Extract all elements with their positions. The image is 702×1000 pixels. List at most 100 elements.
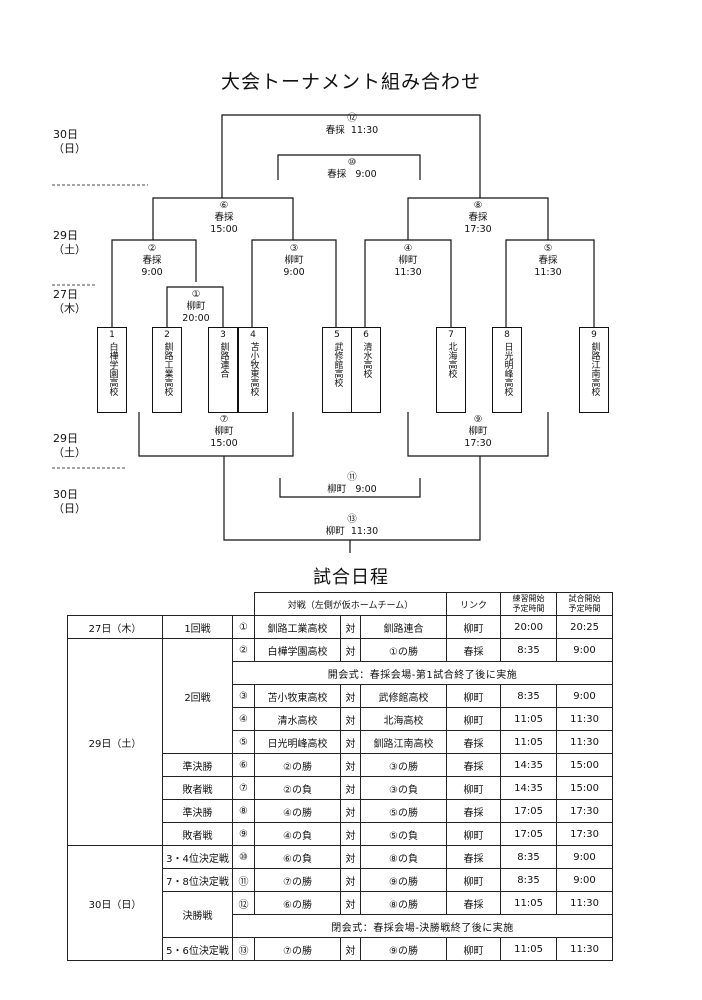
home-team: 白樺学園高校 xyxy=(254,638,342,662)
header-start: 試合開始予定時間 xyxy=(556,592,614,616)
away-team: ⑨の勝 xyxy=(360,868,448,892)
day-label-27: 27日（木） xyxy=(53,288,86,315)
away-team: 北海高校 xyxy=(360,707,448,731)
day-label-30-bottom: 30日（日） xyxy=(53,488,86,515)
header-match: 対戦（左側が仮ホームチーム） xyxy=(254,592,448,616)
table-header-row: 対戦（左側が仮ホームチーム） リンク 練習開始予定時間 試合開始予定時間 xyxy=(67,592,614,616)
game-number: ② xyxy=(231,638,256,662)
table-row: 準決勝 ⑥ ②の勝 対 ③の勝 春採 14:35 15:00 xyxy=(68,753,614,777)
bracket-line-g4 xyxy=(364,239,452,330)
bracket-line-g12 xyxy=(221,114,481,180)
day-cell: 29日（土） xyxy=(67,638,163,846)
game-number: ⑨ xyxy=(231,822,256,846)
practice-time: 11:05 xyxy=(500,891,558,915)
game-number: ⑩ xyxy=(231,845,256,869)
home-team: ⑥の負 xyxy=(254,845,342,869)
day-cell: 27日（木） xyxy=(67,615,163,639)
practice-time: 17:05 xyxy=(500,799,558,823)
start-time: 17:30 xyxy=(556,822,614,846)
practice-time: 14:35 xyxy=(500,776,558,800)
home-team: ⑦の勝 xyxy=(254,937,342,961)
day-label-29-bottom: 29日（土） xyxy=(53,432,86,459)
closing-ceremony-note: 閉会式：春採会場-決勝戦終了後に実施 xyxy=(231,914,614,938)
home-team: 清水高校 xyxy=(254,707,342,731)
game-number: ⑬ xyxy=(231,937,256,961)
rink: 柳町 xyxy=(446,707,502,731)
tournament-bracket xyxy=(52,114,595,553)
practice-time: 8:35 xyxy=(500,845,558,869)
home-team: ②の勝 xyxy=(254,753,342,777)
round-cell: 2回戦 xyxy=(162,638,233,754)
game-number: ⑥ xyxy=(231,753,256,777)
round-cell: 3・4位決定戦 xyxy=(162,845,233,869)
home-team: 日光明峰高校 xyxy=(254,730,342,754)
start-time: 17:30 xyxy=(556,799,614,823)
game-number: ⑧ xyxy=(231,799,256,823)
away-team: ③の勝 xyxy=(360,753,448,777)
start-time: 20:25 xyxy=(556,615,614,639)
start-time: 9:00 xyxy=(556,868,614,892)
rink: 春採 xyxy=(446,730,502,754)
start-time: 15:00 xyxy=(556,776,614,800)
game-number: ⑪ xyxy=(231,868,256,892)
start-time: 11:30 xyxy=(556,937,614,961)
table-row: 30日（日） 3・4位決定戦 ⑩ ⑥の負 対 ⑧の負 春採 8:35 9:00 xyxy=(67,845,614,961)
away-team: ①の勝 xyxy=(360,638,448,662)
rink: 柳町 xyxy=(446,615,502,639)
start-time: 9:00 xyxy=(556,845,614,869)
round-cell: 7・8位決定戦 xyxy=(162,868,233,892)
bracket-line-g8 xyxy=(407,197,549,240)
vs-label: 対 xyxy=(340,684,362,708)
day-label-30-top: 30日（日） xyxy=(53,128,86,155)
away-team: ⑤の勝 xyxy=(360,799,448,823)
start-time: 15:00 xyxy=(556,753,614,777)
round-cell: 1回戦 xyxy=(162,615,233,639)
start-time: 11:30 xyxy=(556,891,614,915)
rink: 春採 xyxy=(446,891,502,915)
practice-time: 17:05 xyxy=(500,822,558,846)
round-cell: 敗者戦 xyxy=(162,776,233,800)
table-row: 7・8位決定戦 ⑪ ⑦の勝 対 ⑨の勝 柳町 8:35 9:00 xyxy=(68,868,614,892)
rink: 春採 xyxy=(446,638,502,662)
practice-time: 8:35 xyxy=(500,638,558,662)
start-time: 9:00 xyxy=(556,684,614,708)
away-team: ⑧の負 xyxy=(360,845,448,869)
practice-time: 8:35 xyxy=(500,868,558,892)
round-cell: 準決勝 xyxy=(162,799,233,823)
bracket-line-g10 xyxy=(277,154,421,180)
game-number: ③ xyxy=(231,684,256,708)
bracket-line-g9 xyxy=(407,412,549,457)
opening-ceremony-note: 開会式：春採会場-第1試合終了後に実施 xyxy=(231,661,614,685)
away-team: ⑨の勝 xyxy=(360,937,448,961)
away-team: 釧路江南高校 xyxy=(360,730,448,754)
start-time: 11:30 xyxy=(556,730,614,754)
vs-label: 対 xyxy=(340,615,362,639)
round-cell: 決勝戦 xyxy=(162,891,233,938)
vs-label: 対 xyxy=(340,845,362,869)
game-number: ⑫ xyxy=(231,891,256,915)
vs-label: 対 xyxy=(340,753,362,777)
game-number: ④ xyxy=(231,707,256,731)
vs-label: 対 xyxy=(340,822,362,846)
game-number: ⑦ xyxy=(231,776,256,800)
practice-time: 20:00 xyxy=(500,615,558,639)
practice-time: 11:05 xyxy=(500,707,558,731)
table-row: 29日（土） 2回戦 ② 白樺学園高校 対 ①の勝 春採 8:35 9:00 xyxy=(67,638,614,846)
home-team: ⑦の勝 xyxy=(254,868,342,892)
rink: 柳町 xyxy=(446,684,502,708)
